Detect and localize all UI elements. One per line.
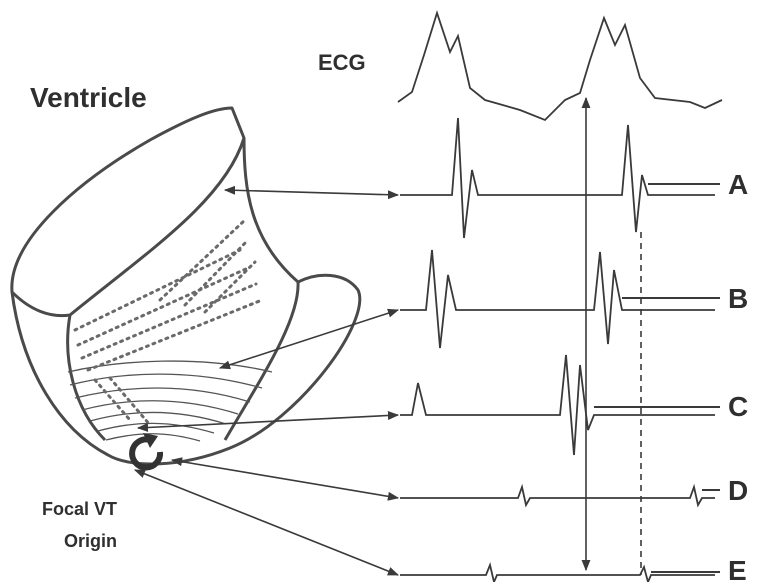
timing-markers [586,98,641,575]
arrow-d [172,460,398,498]
channel-label-a: A [728,169,748,200]
ventricle-drawing [12,108,360,464]
origin-label-line2: Origin [64,531,117,551]
ecg-label: ECG [318,50,366,75]
isochrone-lines [68,361,272,441]
channel-leaders [594,184,720,572]
arrow-b [220,310,398,368]
egm-trace-c [400,355,715,455]
electrograms [400,118,715,582]
channel-label-d: D [728,475,748,506]
origin-label-line1: Focal VT [42,499,117,519]
channel-label-c: C [728,391,748,422]
channel-label-e: E [728,555,747,582]
ventricle-rim [12,138,244,316]
wall-dots [75,220,262,425]
arrow-a [225,190,398,195]
channel-label-b: B [728,283,748,314]
ecg-trace [398,13,722,120]
egm-trace-d [400,487,715,505]
ventricle-title: Ventricle [30,82,147,113]
circular-arrow-icon [132,433,160,467]
ventricle-outline [12,108,360,464]
egm-trace-a [400,118,715,238]
connector-arrows [135,190,398,575]
egm-trace-e [400,565,715,582]
arrow-e [135,470,398,575]
